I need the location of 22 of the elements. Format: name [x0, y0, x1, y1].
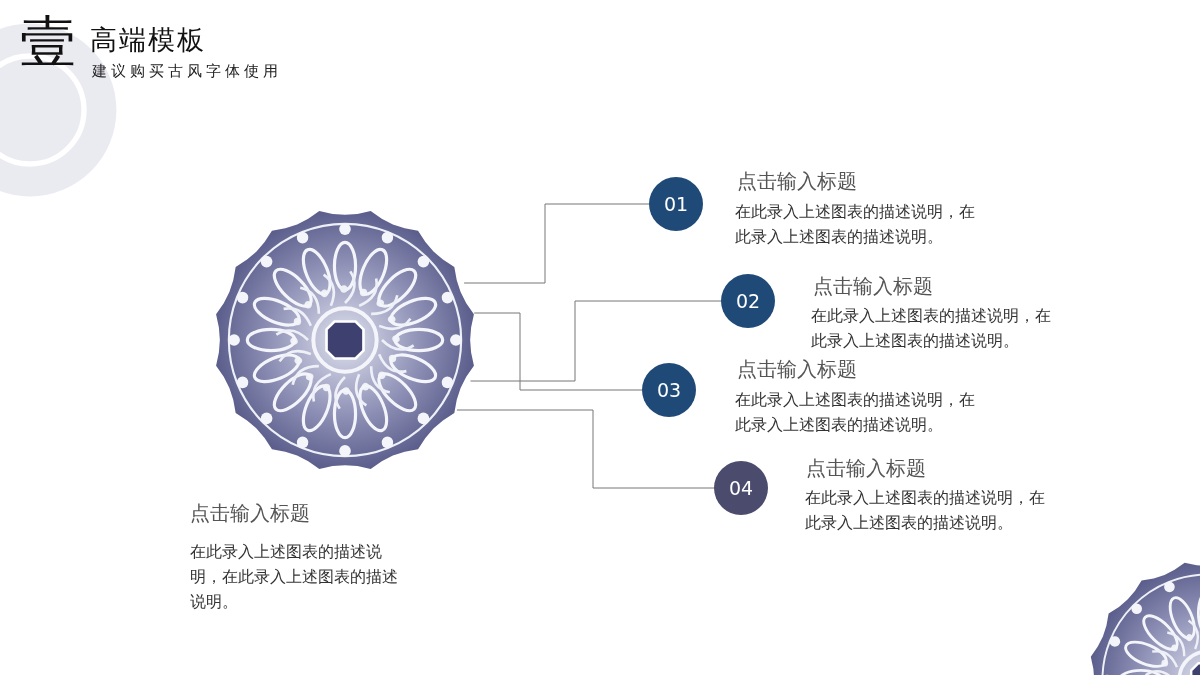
item-heading: 点击输入标题 [737, 168, 857, 195]
item-description: 在此录入上述图表的描述说明，在此录入上述图表的描述说明。 [805, 487, 1045, 534]
chapter-numeral: 壹 [20, 14, 76, 70]
item-heading: 点击输入标题 [737, 356, 857, 383]
mandala-picture [213, 208, 477, 472]
item-heading: 点击输入标题 [813, 273, 933, 300]
item-description: 在此录入上述图表的描述说明，在此录入上述图表的描述说明。 [811, 305, 1051, 352]
connector-line [456, 409, 715, 489]
number-circle: 02 [721, 274, 775, 328]
item-heading: 点击输入标题 [190, 500, 310, 527]
connector-line [473, 312, 643, 391]
item-description: 在此录入上述图表的描述说明，在此录入上述图表的描述说明。 [735, 389, 975, 436]
item-heading: 点击输入标题 [806, 455, 926, 482]
slide-title: 高端模板 [90, 23, 206, 57]
number-circle: 04 [714, 461, 768, 515]
connector-line [470, 300, 722, 382]
item-description: 在此录入上述图表的描述说明，在此录入上述图表的描述说明。 [735, 201, 975, 248]
number-circle: 01 [649, 177, 703, 231]
slide-subtitle: 建议购买古风字体使用 [92, 62, 282, 81]
connector-line [463, 203, 650, 284]
number-circle: 03 [642, 363, 696, 417]
item-description: 在此录入上述图表的描述说明，在此录入上述图表的描述说明。 [190, 541, 399, 613]
